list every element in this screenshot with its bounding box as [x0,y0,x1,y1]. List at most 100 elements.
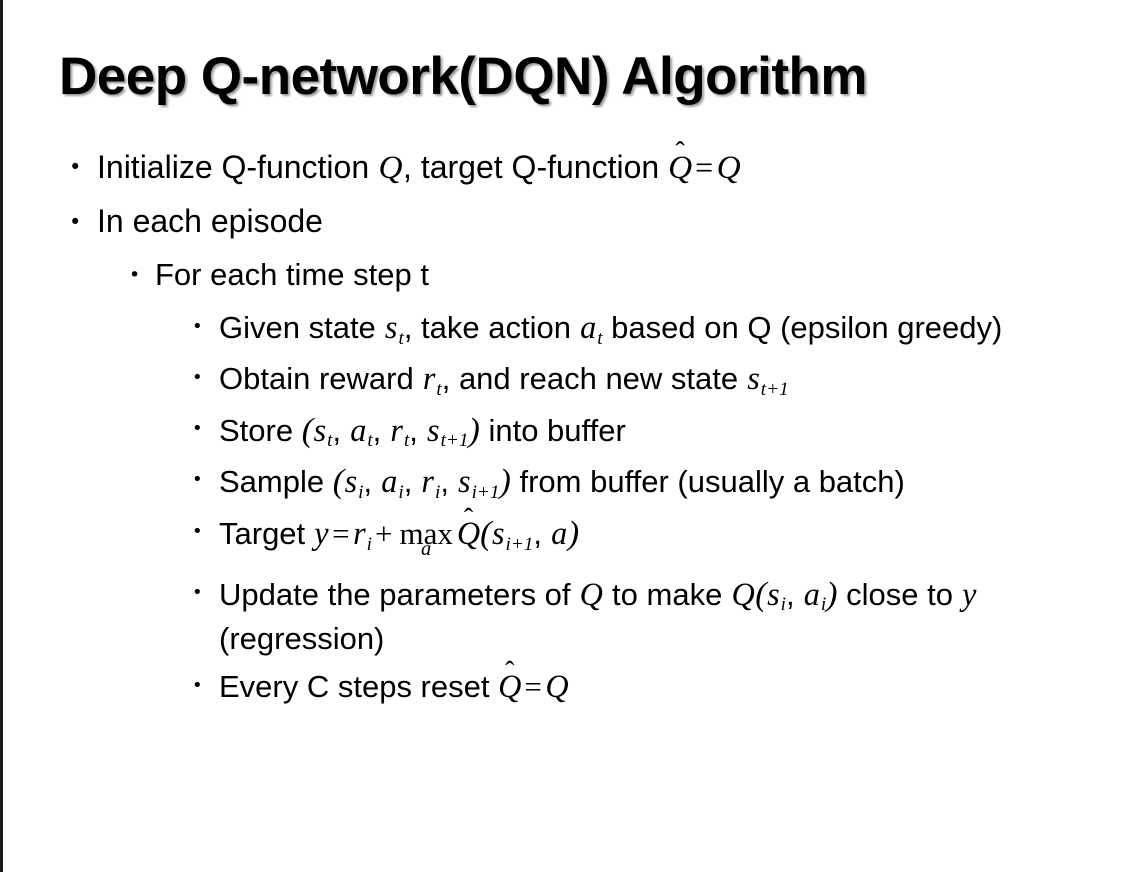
math-paren-open: ( [480,514,492,552]
text-segment: (regression) [219,621,385,657]
list-item: • Update the parameters of Q to make Q(s… [3,572,1124,661]
math-operator-equals: = [332,515,350,551]
list-item: • Initialize Q-function Q, target Q-func… [3,146,1124,189]
math-symbol-a: a [551,514,568,551]
text-segment: , [785,576,804,612]
list-item: • Sample (si, ai, ri, si+1) from buffer … [3,459,1124,506]
bullet-marker: • [192,316,203,338]
text-segment: close to [837,576,962,612]
math-symbol-s: s [747,359,760,396]
math-subscript: i [434,482,441,504]
math-symbol-s: s [344,463,358,500]
math-symbol-base: Q [456,514,481,551]
text-segment: , [372,412,390,448]
math-subscript: t [398,327,404,349]
math-symbol-a: a [580,309,597,346]
bullet-marker: • [192,417,203,439]
math-subscript: t [597,327,603,349]
list-item-text: Target y=ri+maxâQ(si+1, a) [219,511,1124,560]
text-segment: Given state [219,310,385,346]
math-symbol-r: r [390,411,403,448]
math-symbol-q: Q [545,668,569,705]
max-underscript: a [421,537,432,560]
list-item-text: In each episode [97,203,323,240]
math-subscript: i [366,533,372,555]
math-operator-equals: = [695,149,714,185]
math-subscript: t [403,430,410,452]
list-item-text: Every C steps reset ̂Q=Q [219,665,1124,709]
bullet-marker: • [192,675,203,697]
math-subscript: t+1 [440,430,469,452]
math-symbol-s: s [427,411,440,448]
math-symbol-r: r [353,514,366,551]
math-symbol-q-hat: ̂Q [498,670,521,702]
text-segment: , [403,464,421,500]
bullet-marker: • [69,210,82,235]
list-item-text: Store (st, at, rt, st+1) into buffer [219,408,1124,455]
bullet-marker: • [192,469,203,491]
math-symbol-base: Q [668,149,693,186]
math-subscript: i [358,482,364,504]
bullet-list: • Initialize Q-function Q, target Q-func… [3,146,1124,714]
math-symbol-q: Q [579,575,603,612]
math-paren-open: ( [332,463,345,501]
bullet-marker: • [129,263,141,286]
list-item: • Given state st, take action at based o… [3,306,1124,352]
math-subscript: t [367,430,373,452]
text-segment: based on Q (epsilon greedy) [602,310,1003,346]
max-label: max [399,515,453,551]
text-segment: into buffer [479,412,626,448]
text-segment: to make [603,576,731,612]
math-symbol-y: y [962,575,977,612]
list-item: • Target y=ri+maxâQ(si+1, a) [3,511,1124,560]
list-item-text: Sample (si, ai, ri, si+1) from buffer (u… [219,459,1124,506]
math-subscript: t [436,378,442,400]
text-segment: , [332,412,350,448]
math-symbol-q-hat: ̂Q [457,517,480,549]
bullet-marker: • [192,366,203,388]
list-item: • Store (st, at, rt, st+1) into buffer [3,408,1124,455]
list-item-text: Update the parameters of Q to make Q(si,… [219,572,1124,661]
math-symbol-q: Q [716,149,741,186]
text-segment: , [440,464,458,500]
math-subscript: i [398,482,404,504]
text-segment: from buffer (usually a batch) [510,464,905,500]
math-symbol-s: s [384,309,398,346]
list-item-text: Obtain reward rt, and reach new state st… [219,357,1124,403]
bullet-marker: • [69,155,82,179]
math-symbol-s: s [767,575,780,612]
text-segment: , and reach new state [441,360,747,396]
text-segment: Initialize Q-function [97,149,379,185]
math-paren-open: ( [755,575,767,613]
math-paren-open: ( [301,411,314,449]
text-segment: Every C steps reset [219,669,499,705]
page-title: Deep Q-network(DQN) Algorithm [59,47,867,106]
math-symbol-a: a [803,575,820,612]
list-item: • For each time step t [3,255,1124,295]
math-paren-close: ) [567,514,580,552]
math-subscript: t [327,430,333,452]
math-symbol-a: a [381,463,398,500]
text-segment: Obtain reward [219,360,423,396]
bullet-marker: • [192,520,203,542]
math-symbol-y: y [314,514,329,551]
math-subscript: i [780,594,786,616]
math-symbol-q-hat: ̂Q [668,151,692,184]
text-segment: , [533,515,551,551]
math-subscript: i [820,594,827,616]
text-segment: , take action [403,310,580,346]
math-paren-close: ) [499,463,511,501]
text-segment: Target [219,515,314,551]
bullet-marker: • [192,581,203,603]
math-subscript: i+1 [505,533,534,555]
math-paren-close: ) [826,575,838,613]
list-item: • Obtain reward rt, and reach new state … [3,357,1124,403]
list-item-text: For each time step t [155,256,429,292]
math-symbol-r: r [421,463,434,500]
list-item-text: Given state st, take action at based on … [219,306,1124,352]
math-symbol-base: Q [498,668,522,705]
text-segment: , [409,412,427,448]
text-segment: Update the parameters of [219,576,580,612]
list-item: • Every C steps reset ̂Q=Q [3,665,1124,709]
